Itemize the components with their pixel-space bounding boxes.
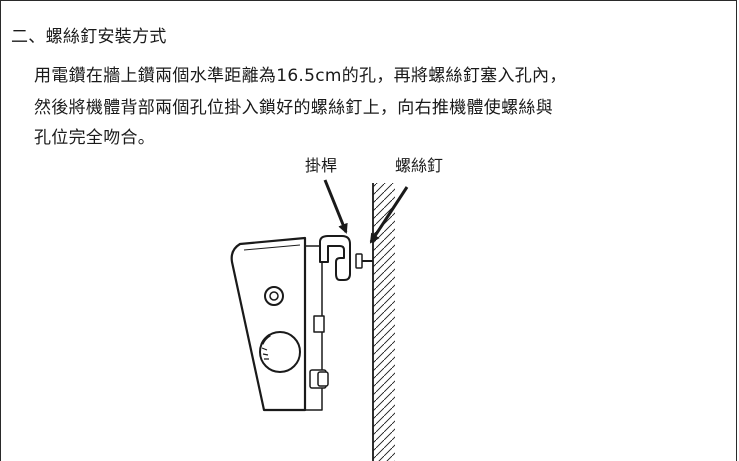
instruction-line-3: 孔位完全吻合。 — [34, 128, 156, 148]
instruction-line-2: 然後將機體背部兩個孔位掛入鎖好的螺絲釘上，向右推機體使螺絲與 — [34, 98, 553, 118]
hook-arrow — [323, 179, 348, 234]
screw-arrow — [369, 186, 409, 244]
hook-label: 掛桿 — [305, 156, 338, 175]
screw-icon — [355, 253, 373, 269]
instruction-line-1: 用電鑽在牆上鑽兩個水準距離為16.5cm的孔，再將螺絲釘塞入孔內， — [34, 66, 567, 86]
screw-label: 螺絲釘 — [395, 156, 444, 175]
heater-device — [230, 235, 351, 412]
wall — [372, 183, 395, 461]
section-heading: 二、螺絲釘安裝方式 — [11, 27, 167, 47]
